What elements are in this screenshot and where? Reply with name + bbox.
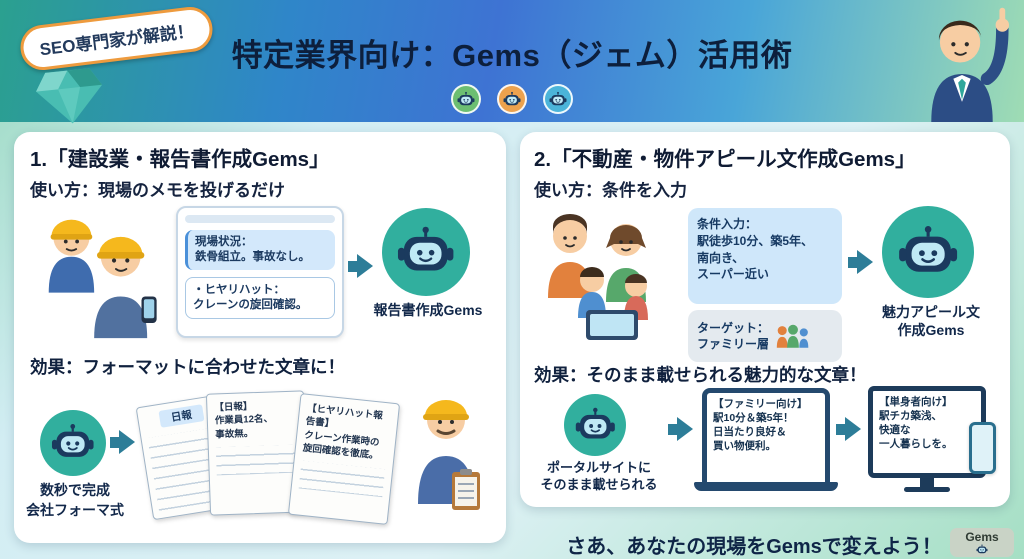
single-listing-text: 【単身者向け】 駅チカ築浅、 快適な 一人暮らしを。 bbox=[879, 396, 953, 450]
gems-robot-icon bbox=[882, 206, 974, 298]
gems-logo-text: Gems bbox=[965, 529, 999, 544]
construction-workers-icon bbox=[22, 198, 172, 340]
panel-construction: 1.「建設業・報告書作成Gems」 使い方：現場のメモを投げるだけ 現場状況： … bbox=[14, 132, 506, 543]
panel1-usage: 使い方：現場のメモを投げるだけ bbox=[30, 181, 285, 200]
family-listing-text: 【ファミリー向け】 駅10分＆築5年！ 日当たり良好＆ 買い物便利。 bbox=[713, 398, 808, 452]
portal-label: ポータルサイトに そのまま載せられる bbox=[540, 460, 658, 492]
site-memo-chat: 現場状況： 鉄骨組立。事故なし。 ・ヒヤリハット： クレーンの旋回確認。 bbox=[176, 206, 344, 338]
result-label: 会社フォーマ式 bbox=[26, 502, 124, 519]
panel1-title: 1.「建設業・報告書作成Gems」 bbox=[30, 148, 330, 171]
mini-family-icon bbox=[775, 324, 811, 348]
laptop-icon: 【ファミリー向け】 駅10分＆築5年！ 日当たり良好＆ 買い物便利。 bbox=[694, 388, 838, 491]
document-lines bbox=[298, 460, 386, 498]
document-text: 【ヒヤリハット報告書】 クレーン作業時の 旋回確認を徹底。 bbox=[302, 402, 384, 462]
gems-robot-icon bbox=[40, 410, 106, 476]
target-box: ターゲット： ファミリー層 bbox=[688, 310, 842, 362]
panel1-result-labels: 数秒で完成 会社フォーマ式 bbox=[14, 480, 136, 521]
target-text: ターゲット： ファミリー層 bbox=[697, 320, 770, 351]
document-text: 【日報】 作業員12名、 事故無。 bbox=[214, 401, 274, 441]
gems-logo-chip: Gems bbox=[950, 528, 1014, 557]
arrow-right-icon bbox=[848, 250, 873, 274]
robot-trio bbox=[0, 84, 1024, 114]
arrow-right-icon bbox=[668, 417, 693, 441]
panel1-gems-label: 報告書作成Gems bbox=[373, 302, 483, 318]
panel-realestate: 2.「不動産・物件アピール文作成Gems」 使い方：条件を入力 条件入力： 駅徒… bbox=[520, 132, 1010, 507]
panel1-effect: 効果：フォーマットに合わせた文章に！ bbox=[30, 357, 345, 377]
arrow-right-icon bbox=[836, 417, 861, 441]
arrow-right-icon bbox=[110, 430, 135, 454]
document-tab: 日報 bbox=[158, 404, 205, 428]
chat-message: 現場状況： 鉄骨組立。事故なし。 bbox=[185, 230, 335, 270]
document-lines bbox=[215, 444, 299, 476]
supervisor-worker-icon bbox=[396, 384, 496, 532]
result-label: 数秒で完成 bbox=[40, 482, 110, 498]
arrow-right-icon bbox=[348, 254, 373, 278]
phone-icon bbox=[969, 422, 996, 474]
panel2-title: 2.「不動産・物件アピール文作成Gems」 bbox=[534, 148, 916, 171]
gems-robot-icon bbox=[564, 394, 626, 456]
document-nearmiss-report: 【ヒヤリハット報告書】 クレーン作業時の 旋回確認を徹底。 bbox=[287, 393, 401, 525]
presenter-man-icon bbox=[904, 2, 1020, 122]
panel2-usage: 使い方：条件を入力 bbox=[534, 181, 687, 200]
gems-robot-icon bbox=[382, 208, 470, 296]
cta-text: さあ、あなたの現場をGemsで変えよう！ bbox=[566, 536, 942, 558]
monitor-icon: 【単身者向け】 駅チカ築浅、 快適な 一人暮らしを。 bbox=[868, 386, 996, 492]
robot-icon bbox=[974, 544, 990, 555]
laptop-screen: 【ファミリー向け】 駅10分＆築5年！ 日当たり良好＆ 買い物便利。 bbox=[702, 388, 830, 482]
panel2-gems-label: 魅力アピール文 作成Gems bbox=[882, 304, 980, 338]
page-title: 特定業界向け：Gems（ジェム）活用術 bbox=[231, 38, 793, 73]
robot-icon bbox=[543, 84, 573, 114]
robot-icon bbox=[497, 84, 527, 114]
gem-icon bbox=[31, 62, 109, 131]
robot-icon bbox=[451, 84, 481, 114]
condition-input-box: 条件入力： 駅徒歩10分、築5年、 南向き、 スーパー近い bbox=[688, 208, 842, 304]
laptop-base bbox=[694, 482, 838, 491]
report-documents: 日報 【日報】 作業員12名、 事故無。 【ヒヤリハット報告書】 クレーン作業時… bbox=[135, 390, 401, 530]
monitor-stand bbox=[920, 478, 934, 487]
header-banner: SEO専門家が解説！ 特定業界向け：Gems（ジェム）活用術 bbox=[0, 0, 1024, 122]
monitor-foot bbox=[904, 487, 950, 492]
chat-message: ・ヒヤリハット： クレーンの旋回確認。 bbox=[185, 276, 335, 319]
family-icon bbox=[528, 202, 678, 342]
chat-titlebar bbox=[185, 215, 335, 223]
panel2-effect: 効果：そのまま載せられる魅力的な文章！ bbox=[534, 365, 867, 385]
